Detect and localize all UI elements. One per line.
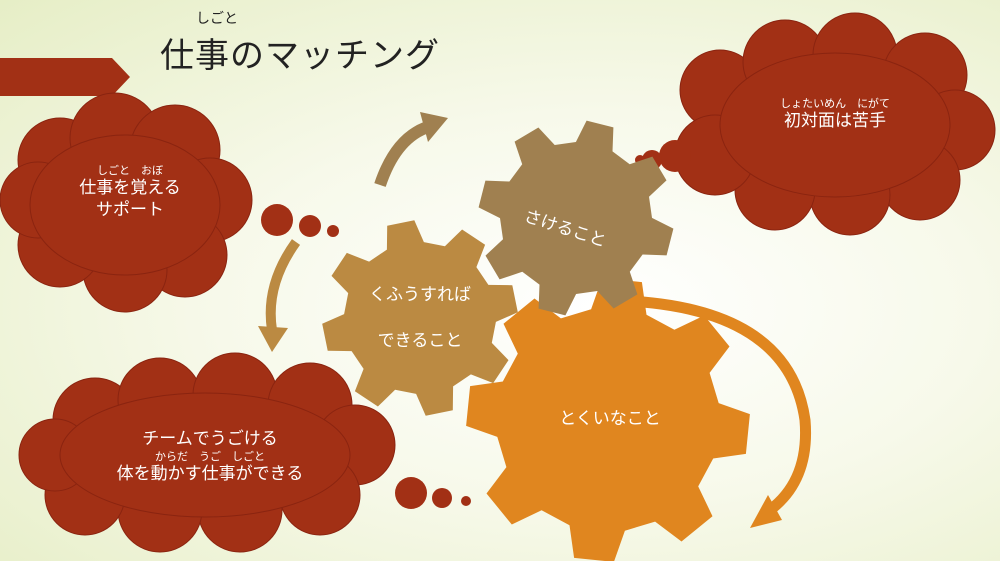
cloud-shy-line1: 初対面は苦手: [784, 111, 886, 131]
gear-strength: [466, 278, 750, 561]
cloud-support: [0, 92, 253, 313]
cloud-team-line1: チームでうごける: [142, 429, 278, 449]
title-ruby: しごと: [196, 11, 238, 27]
arrow-up-right: [374, 112, 448, 187]
cloud-support-line1: 仕事を覚える: [79, 178, 181, 198]
gear-effort: [322, 220, 518, 416]
gear-avoid-shape: [478, 120, 674, 316]
cloud-team-line2: 体を動かす仕事ができる: [116, 464, 304, 484]
gear-effort-shape: [322, 220, 518, 416]
page-title: 仕事のマッチング: [160, 36, 440, 76]
cloud-shy-text: しょたいめん にがて 初対面は苦手: [735, 97, 935, 132]
gear-strength-label: とくいなこと: [559, 409, 661, 429]
gear-effort-label-1: くふうすれば: [369, 285, 471, 305]
arrow-down-left: [258, 239, 301, 352]
gear-avoid: [478, 120, 674, 316]
cloud-shy-ruby: しょたいめん にがて: [780, 97, 890, 110]
cloud-shy: [674, 12, 996, 236]
cloud-support-bubbles: [261, 204, 339, 237]
cloud-support-ruby: しごと おぼ: [97, 164, 163, 177]
cloud-support-text: しごと おぼ 仕事を覚える サポート: [60, 164, 200, 221]
arrow-around-strength: [642, 296, 812, 528]
banner-arrow: [0, 58, 130, 96]
gear-effort-label-2: できること: [377, 331, 463, 351]
cloud-team-text: チームでうごける からだ うご しごと 体を動かす仕事ができる: [75, 428, 345, 485]
gear-strength-shape: [466, 278, 750, 561]
cloud-team-ruby: からだ うご しごと: [155, 450, 265, 463]
cloud-support-line2: サポート: [96, 200, 164, 220]
cloud-team-bubbles: [395, 477, 471, 509]
cloud-team: [18, 352, 396, 553]
